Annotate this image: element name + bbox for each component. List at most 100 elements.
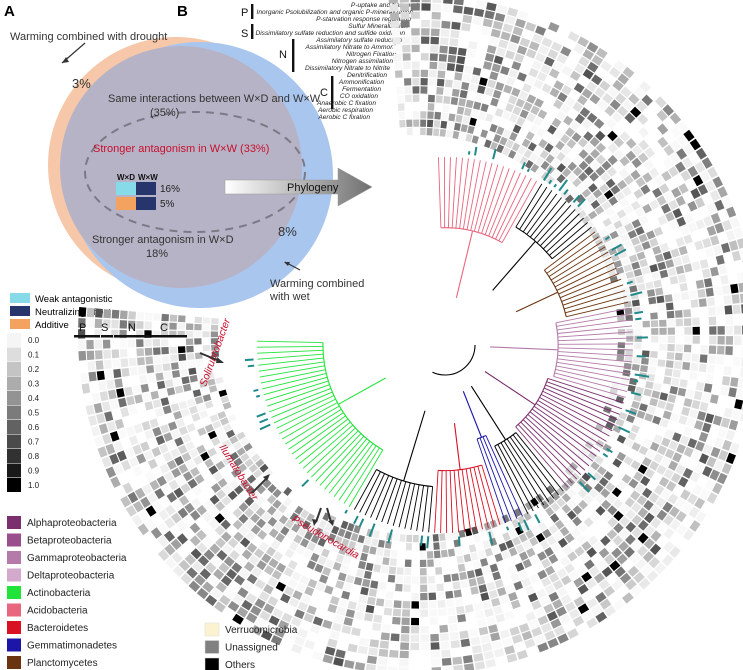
heatmap-cell: [617, 273, 627, 281]
abundance-bar: [457, 536, 461, 546]
heatmap-cell: [501, 550, 511, 560]
heatmap-cell: [682, 529, 695, 541]
heatmap-cell: [364, 613, 374, 622]
heatmap-cell: [578, 499, 588, 510]
heatmap-cell: [525, 611, 536, 622]
heatmap-cell: [591, 54, 604, 66]
lower-group-s: S: [101, 322, 108, 334]
heatmap-cell: [202, 394, 212, 402]
heatmap-cell: [283, 586, 295, 596]
heatmap-cell: [262, 479, 272, 489]
heatmap-cell: [665, 211, 675, 222]
abundance-bar: [548, 179, 553, 185]
heatmap-cell: [622, 66, 635, 79]
heatmap-cell: [476, 576, 486, 585]
heatmap-cell: [601, 201, 612, 211]
tree-branch: [566, 301, 629, 318]
heatmap-cell: [184, 502, 195, 514]
heatmap-cell: [174, 437, 184, 447]
heatmap-cell: [633, 471, 644, 482]
heatmap-cell: [452, 581, 461, 590]
heatmap-cell: [567, 161, 577, 172]
heatmap-cell: [739, 411, 743, 422]
tree-branch: [295, 418, 349, 460]
heatmap-cell: [399, 534, 406, 542]
heatmap-cell: [168, 421, 178, 431]
heatmap-cell: [450, 97, 459, 106]
heatmap-cell: [541, 577, 552, 587]
heatmap-cell: [128, 405, 138, 415]
grayscale-tick-label: 1.0: [28, 481, 40, 490]
heatmap-cell: [161, 355, 170, 363]
heatmap-cell: [217, 478, 228, 488]
heatmap-cell: [170, 362, 179, 370]
abundance-bar: [426, 536, 430, 549]
heatmap-cell: [709, 469, 720, 481]
heatmap-cell: [674, 352, 683, 361]
heatmap-cell: [706, 492, 718, 504]
heatmap-cell: [211, 454, 221, 464]
heatmap-cell: [636, 251, 646, 261]
pseudonocardia-arrow-2: [326, 507, 332, 523]
heatmap-cell: [593, 572, 605, 584]
heatmap-cell: [263, 603, 275, 614]
heatmap-cell: [494, 108, 504, 118]
heatmap-cell: [589, 566, 600, 577]
heatmap-cell: [464, 107, 472, 117]
heatmap-cell: [503, 84, 513, 94]
heatmap-cell: [702, 268, 711, 278]
heatmap-cell: [551, 158, 561, 168]
heatmap-cell: [630, 460, 641, 470]
heatmap-cell: [641, 266, 651, 275]
heatmap-cell: [667, 344, 675, 352]
heatmap-cell: [152, 399, 162, 409]
heatmap-cell: [412, 86, 420, 94]
heatmap-cell: [529, 536, 539, 547]
heatmap-cell: [373, 564, 381, 573]
heatmap-cell: [590, 199, 601, 210]
heatmap-cell: [642, 487, 653, 499]
heatmap-cell: [442, 4, 453, 13]
heatmap-cell: [406, 119, 413, 127]
tree-branch: [281, 405, 340, 440]
heatmap-cell: [434, 558, 442, 567]
heatmap-cell: [612, 498, 623, 509]
heatmap-cell: [78, 340, 86, 350]
heatmap-cell: [253, 548, 265, 559]
heatmap-cell: [676, 148, 688, 160]
heatmap-cell: [505, 539, 515, 549]
heatmap-cell: [288, 597, 300, 608]
heatmap-cell: [482, 18, 493, 28]
heatmap-cell: [454, 72, 463, 81]
heatmap-cell: [588, 183, 598, 193]
heatmap-cell: [233, 457, 243, 467]
heatmap-cell: [646, 230, 656, 240]
heatmap-cell: [124, 447, 135, 459]
heatmap-cell: [245, 485, 255, 495]
heatmap-cell: [492, 20, 504, 30]
heatmap-cell: [557, 633, 569, 644]
heatmap-cell: [655, 96, 667, 108]
heatmap-cell: [569, 199, 579, 209]
heatmap-cell: [306, 513, 315, 523]
heatmap-cell: [270, 539, 281, 550]
tree-branch: [555, 369, 629, 387]
heatmap-cell: [440, 541, 447, 550]
heatmap-cell: [333, 657, 344, 667]
taxa-legend-label: Alphaproteobacteria: [27, 518, 117, 529]
heatmap-cell: [577, 451, 587, 461]
heatmap-cell: [547, 637, 559, 649]
taxa-legend-label: Gemmatimonadetes: [27, 641, 117, 652]
heatmap-cell: [210, 588, 223, 600]
heatmap-cell: [706, 203, 717, 215]
heatmap-cell: [581, 571, 592, 583]
heatmap-cell: [636, 495, 647, 506]
heatmap-cell: [732, 356, 741, 367]
heatmap-cell: [705, 247, 715, 258]
heatmap-cell: [683, 446, 694, 458]
heatmap-cell: [536, 588, 547, 599]
tree-branch: [258, 357, 324, 366]
heatmap-cell: [324, 585, 334, 595]
heatmap-cell: [397, 103, 405, 111]
